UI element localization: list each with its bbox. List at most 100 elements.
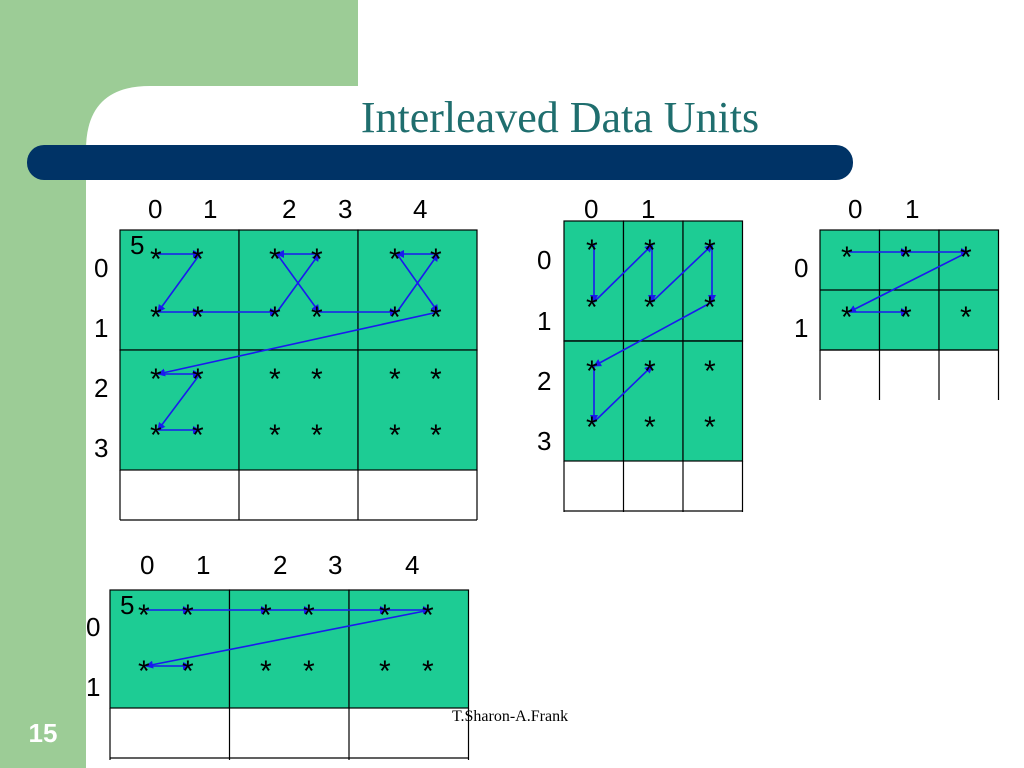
figure-b-column-label: 0 bbox=[584, 194, 599, 224]
figure-b-data-star: * bbox=[644, 411, 656, 444]
figure-a-column-label: 0 bbox=[148, 194, 163, 224]
figure-b-data-star: * bbox=[704, 411, 716, 444]
figure-c-column-label: 1 bbox=[905, 194, 920, 224]
figure-a-data-star: * bbox=[389, 363, 401, 396]
figure-c-row-label: 0 bbox=[794, 253, 809, 283]
figure-b-data-star: * bbox=[586, 291, 598, 324]
page-number: 15 bbox=[28, 718, 58, 748]
figure-c-data-star: * bbox=[900, 241, 912, 274]
figure-a-data-star: * bbox=[192, 301, 204, 334]
figure-d-column-label: 0 bbox=[140, 550, 155, 580]
figure-a-row-label: 0 bbox=[94, 253, 109, 283]
figure-d-cell bbox=[228, 589, 350, 709]
figure-b-order-arrow bbox=[593, 365, 653, 423]
figure-b-data-star: * bbox=[586, 411, 598, 444]
figure-b-column-label: 1 bbox=[641, 194, 656, 224]
figure-b-data-star: * bbox=[644, 291, 656, 324]
figure-b-data-star: * bbox=[704, 355, 716, 388]
figure-d-data-star: * bbox=[303, 655, 315, 688]
figure-a-column-label: 3 bbox=[338, 194, 353, 224]
figure-a-data-star: * bbox=[150, 419, 162, 452]
figure-a-data-star: * bbox=[389, 419, 401, 452]
figure-a-data-star: * bbox=[311, 301, 323, 334]
figure-a-start-label: 5 bbox=[130, 230, 145, 260]
figure-a-data-star: * bbox=[269, 363, 281, 396]
figure-a-row-label: 1 bbox=[94, 313, 109, 343]
figure-b-row-label: 2 bbox=[537, 366, 552, 396]
figure-a-data-star: * bbox=[192, 243, 204, 276]
figure-b-cell bbox=[682, 340, 744, 462]
figure-d-order-arrow bbox=[145, 609, 431, 669]
figure-a-data-star: * bbox=[192, 419, 204, 452]
figure-d-data-star: * bbox=[379, 599, 391, 632]
title-bar bbox=[27, 145, 853, 180]
figure-d-column-label: 3 bbox=[328, 550, 343, 580]
figure-a-data-star: * bbox=[389, 243, 401, 276]
figure-a-order-arrow bbox=[157, 373, 201, 431]
figure-d-column-label: 4 bbox=[405, 550, 420, 580]
figure-a-order-arrow bbox=[396, 253, 439, 313]
figure-b-data-star: * bbox=[644, 355, 656, 388]
figure-a-data-star: * bbox=[430, 243, 442, 276]
figure-a-column-label: 1 bbox=[203, 194, 218, 224]
figure-c-order-arrow bbox=[848, 251, 969, 313]
figure-b-order-arrow bbox=[593, 244, 653, 303]
figure-c-data-star: * bbox=[960, 301, 972, 334]
slide-title: Interleaved Data Units bbox=[360, 93, 760, 142]
figure-c-data-star: * bbox=[960, 241, 972, 274]
figure-d-data-star: * bbox=[422, 655, 434, 688]
figure-b-order-arrow bbox=[651, 244, 713, 303]
figure-d-data-star: * bbox=[260, 599, 272, 632]
figure-b-data-star: * bbox=[586, 234, 598, 267]
figure-a-data-star: * bbox=[269, 301, 281, 334]
figure-c-row-label: 1 bbox=[794, 313, 809, 343]
figure-b-cell bbox=[622, 340, 684, 462]
figure-a-cell bbox=[119, 349, 240, 471]
figure-d-data-star: * bbox=[138, 655, 150, 688]
figure-a-data-star: * bbox=[150, 243, 162, 276]
figure-a-data-star: * bbox=[269, 243, 281, 276]
figure-b-row-label: 3 bbox=[537, 426, 552, 456]
figure-d-data-star: * bbox=[422, 599, 434, 632]
figure-d-data-star: * bbox=[379, 655, 391, 688]
figure-d-row-label: 0 bbox=[86, 612, 101, 642]
figure-d-data-star: * bbox=[182, 599, 194, 632]
figure-a-data-star: * bbox=[389, 301, 401, 334]
figure-a-data-star: * bbox=[269, 419, 281, 452]
figure-a-data-star: * bbox=[311, 243, 323, 276]
figure-a-row-label: 3 bbox=[94, 433, 109, 463]
figure-a-cell bbox=[357, 229, 478, 351]
figure-d-cell bbox=[348, 589, 470, 709]
figure-b-row-label: 0 bbox=[537, 245, 552, 275]
figure-d-data-star: * bbox=[138, 599, 150, 632]
figure-a-cell bbox=[119, 229, 240, 351]
figure-a-data-star: * bbox=[430, 419, 442, 452]
figure-a-column-label: 4 bbox=[413, 194, 428, 224]
figure-a-column-label: 2 bbox=[282, 194, 297, 224]
figure-a-cell bbox=[357, 349, 478, 471]
figure-d-column-label: 2 bbox=[273, 550, 288, 580]
figure-a-data-star: * bbox=[150, 301, 162, 334]
figure-d-data-star: * bbox=[260, 655, 272, 688]
figure-a-row-label: 2 bbox=[94, 373, 109, 403]
figure-a-order-arrow bbox=[157, 253, 201, 313]
figure-c-column-label: 0 bbox=[848, 194, 863, 224]
figure-b-order-arrow bbox=[593, 301, 713, 367]
figure-a-data-star: * bbox=[192, 363, 204, 396]
figure-a-data-star: * bbox=[311, 363, 323, 396]
figure-b-data-star: * bbox=[644, 234, 656, 267]
figure-b-data-star: * bbox=[704, 234, 716, 267]
figure-a-order-arrow bbox=[157, 311, 439, 377]
figure-a-cell bbox=[238, 349, 359, 471]
figure-d-start-label: 5 bbox=[120, 590, 135, 620]
figure-c-data-star: * bbox=[841, 241, 853, 274]
figure-a-data-star: * bbox=[150, 363, 162, 396]
footer-author: T.Sharon-A.Frank bbox=[451, 708, 569, 725]
figure-d-data-star: * bbox=[182, 655, 194, 688]
figure-a-cell bbox=[238, 229, 359, 351]
figure-d-data-star: * bbox=[303, 599, 315, 632]
figure-d-row-label: 1 bbox=[86, 672, 101, 702]
figure-a-order-arrow bbox=[276, 253, 320, 313]
figure-d-column-label: 1 bbox=[196, 550, 211, 580]
